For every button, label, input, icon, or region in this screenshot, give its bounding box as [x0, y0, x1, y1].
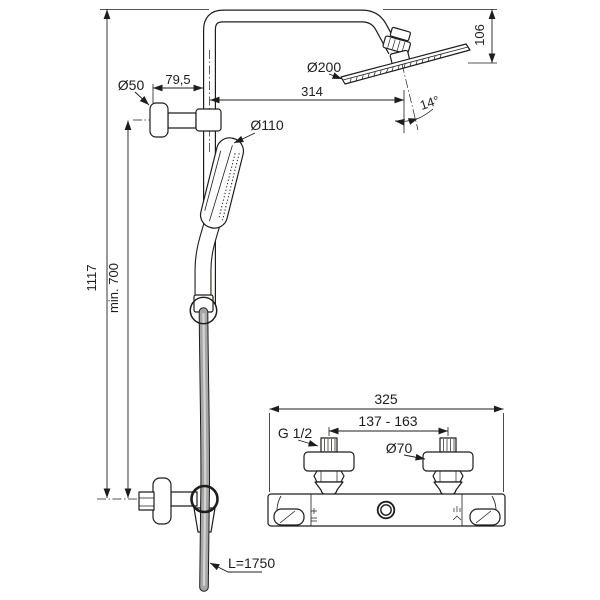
temperature-handle[interactable] [273, 508, 305, 526]
dim-head-angle: 14° [394, 93, 441, 126]
hose-guide-ring [190, 484, 219, 514]
dim-head-angle-text: 14° [418, 93, 441, 113]
dim-head-reach: 314 [210, 84, 404, 104]
mixer-body [267, 493, 506, 527]
body-markings [311, 506, 462, 522]
head-plate [340, 43, 471, 85]
label-inlet-thread: G 1/2 [278, 425, 319, 447]
dim-min-height-text: min. 700 [106, 263, 121, 313]
label-escutcheon: Ø70 [386, 440, 426, 461]
lower-wall-bracket [138, 477, 216, 533]
escutcheon-right [422, 451, 474, 472]
label-head-diameter-text: Ø200 [307, 59, 341, 75]
slider-holder-outline [189, 296, 218, 325]
label-wall-bracket: Ø50 [118, 77, 150, 106]
overhead-shower-head [340, 26, 471, 85]
escutcheon-left [303, 451, 355, 472]
mixer-drawing [267, 437, 506, 527]
mixer-inlet-left [303, 437, 355, 496]
diverter-button[interactable] [376, 500, 396, 520]
label-hand-shower: Ø110 [233, 117, 284, 144]
dim-head-reach-text: 314 [301, 84, 323, 99]
dim-mixer-width: 325 [269, 391, 504, 413]
dim-mixer-width-text: 325 [374, 391, 398, 407]
dim-bracket-to-pipe-text: 79,5 [165, 72, 190, 87]
dim-bracket-to-pipe: 79,5 [153, 72, 203, 92]
dim-inlet-spacing: 137 - 163 [329, 413, 448, 435]
riser-pipe [203, 9, 400, 315]
label-hand-shower-text: Ø110 [250, 117, 283, 133]
mixer-inlet-right [422, 437, 474, 496]
shower-hose [189, 296, 219, 592]
hand-shower [189, 137, 245, 325]
dimensions: 1117 min. 700 Ø50 79,5 Ø110 Ø200 [84, 9, 504, 573]
dim-min-height: min. 700 [106, 120, 132, 498]
dim-head-drop-text: 106 [472, 24, 487, 46]
label-hose-length-text: L=1750 [228, 555, 275, 571]
dim-total-height-text: 1117 [84, 265, 99, 292]
label-inlet-thread-text: G 1/2 [278, 425, 312, 441]
dim-head-drop: 106 [472, 9, 496, 63]
dim-inlet-spacing-text: 137 - 163 [358, 413, 417, 429]
label-hose-length: L=1750 [209, 555, 275, 573]
label-head-diameter: Ø200 [307, 59, 343, 80]
head-joint [382, 26, 412, 55]
upper-wall-bracket [149, 102, 222, 138]
label-escutcheon-text: Ø70 [386, 440, 413, 456]
hand-shower-head [199, 137, 245, 229]
flow-handle[interactable] [469, 508, 501, 526]
shower-column-drawing [97, 9, 471, 592]
label-wall-bracket-text: Ø50 [118, 77, 145, 93]
dim-total-height: 1117 [84, 9, 111, 498]
